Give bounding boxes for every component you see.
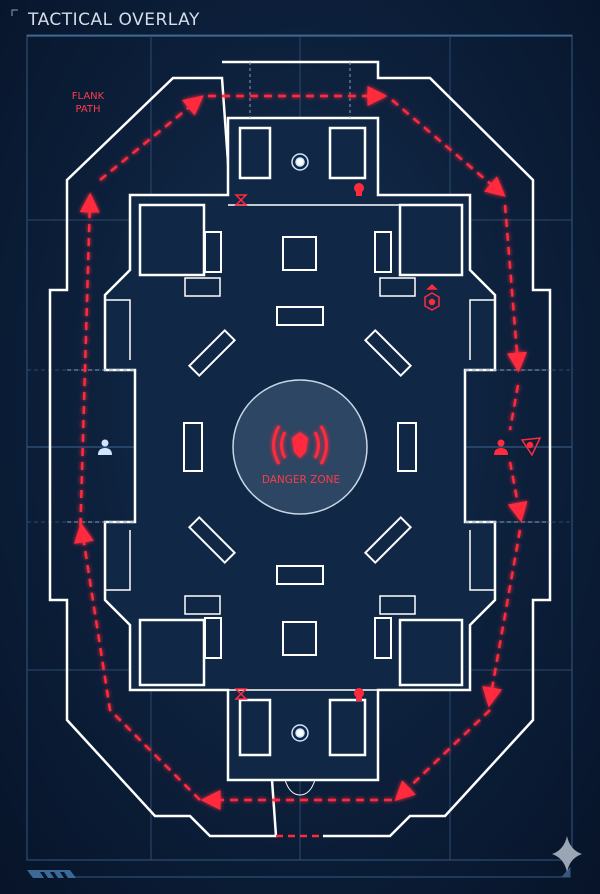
ally-player-icon[interactable]	[98, 439, 112, 456]
danger-zone-label: DANGER ZONE	[261, 474, 341, 486]
hourglass-icon[interactable]	[234, 194, 248, 206]
sensor-icon[interactable]	[291, 724, 309, 742]
danger-signal-icon	[272, 425, 328, 465]
sensor-icon[interactable]	[291, 153, 309, 171]
flank-path	[74, 86, 528, 810]
skull-icon[interactable]	[354, 183, 364, 196]
enemy-player-icon[interactable]	[494, 439, 508, 456]
flank-path-label: FLANK PATH	[66, 90, 110, 116]
outer-wall	[48, 60, 552, 838]
hex-objective-icon[interactable]	[424, 283, 440, 311]
page-title: TACTICAL OVERLAY	[28, 10, 200, 30]
flank-label-line1: FLANK	[71, 91, 105, 102]
hourglass-icon[interactable]	[234, 688, 248, 700]
skull-icon[interactable]	[354, 688, 364, 701]
flank-label-line2: PATH	[75, 104, 101, 115]
stripe-gaps	[40, 872, 68, 878]
sparkle-icon	[552, 836, 582, 872]
enemy-sight-icon[interactable]	[520, 437, 542, 457]
